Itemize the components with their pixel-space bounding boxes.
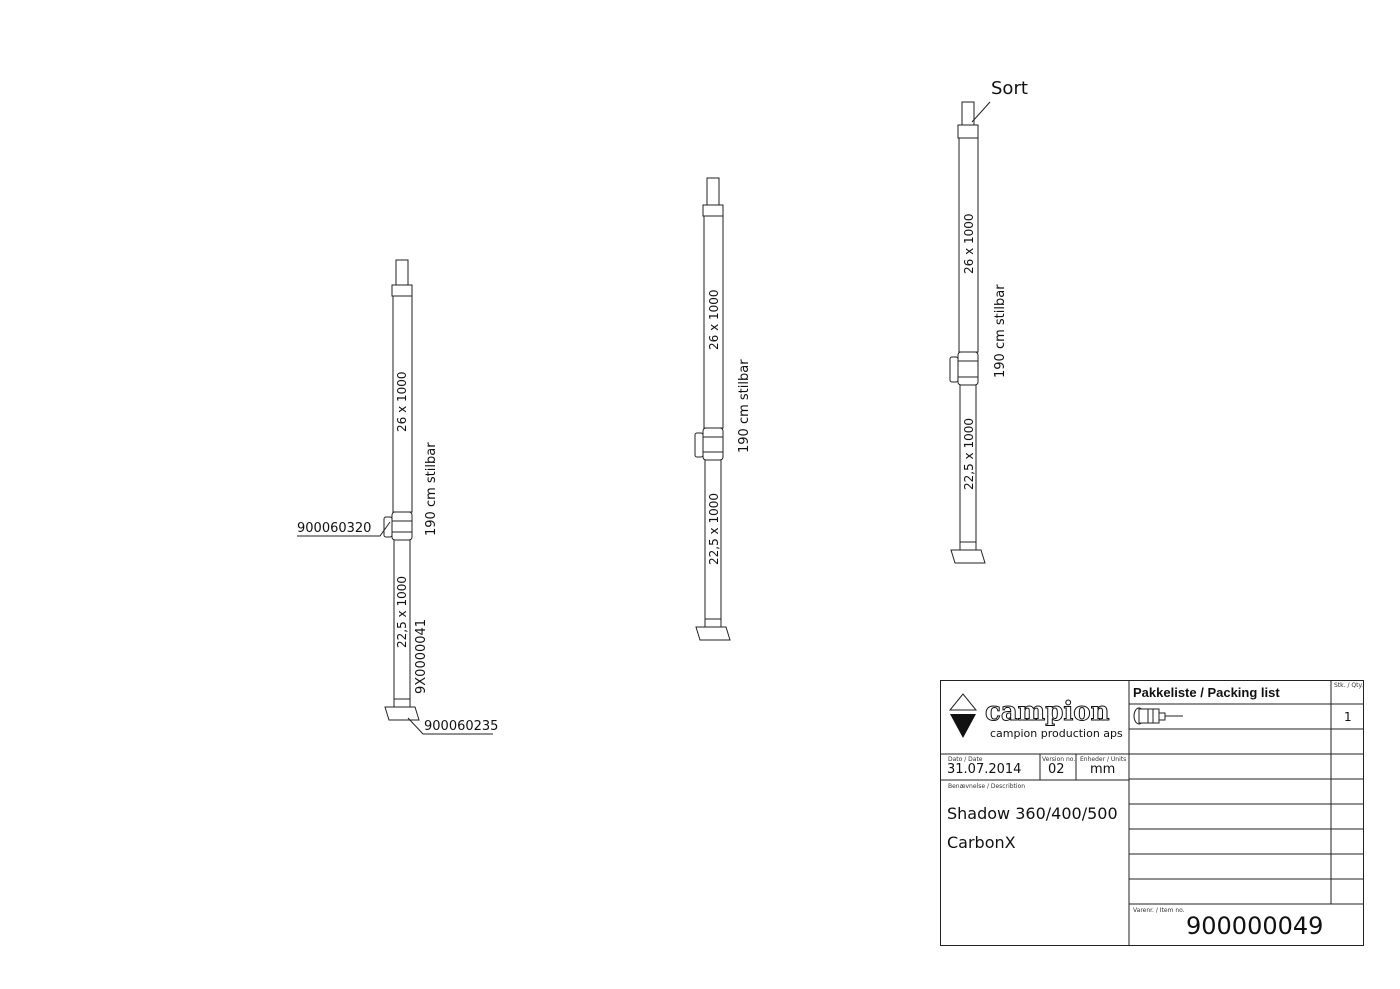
description-label: Benævnelse / Describtion <box>948 783 1026 790</box>
date-label: Dato / Date <box>948 756 983 763</box>
base-leader-line <box>407 717 493 735</box>
pole-2-top-tip <box>706 177 720 206</box>
pole-3-lower-tube-label: 22,5 x 1000 <box>962 418 976 490</box>
pole-3-upper-tube-label: 26 x 1000 <box>962 213 976 274</box>
pole-2-base-socket <box>704 618 722 628</box>
base-part-no: 900060235 <box>424 719 499 734</box>
item-no-value: 900000049 <box>1186 912 1324 940</box>
sort-callout: Sort <box>991 78 1028 99</box>
logo-triangles-icon <box>948 693 978 738</box>
title-block-grid <box>940 680 1364 946</box>
pole-2-top-collar <box>702 204 724 217</box>
campion-logo: campion <box>985 697 1110 728</box>
sort-leader-line <box>971 101 991 123</box>
pole-2-lower-tube-label: 22,5 x 1000 <box>707 493 721 565</box>
description-line-1: Shadow 360/400/500 <box>947 804 1118 823</box>
pole-3-clamp-lever <box>949 356 959 383</box>
pole-3-base-socket <box>959 541 977 551</box>
lower-tube-part-no: 9X0000041 <box>414 618 429 694</box>
units-value: mm <box>1090 762 1116 777</box>
pole-2-clamp-lever <box>694 432 704 458</box>
version-value: 02 <box>1048 762 1065 777</box>
pole-3-top-collar <box>957 124 979 139</box>
pole-2-length-label: 190 cm stilbar <box>737 359 752 453</box>
pole-2-clamp <box>702 427 724 461</box>
date-value: 31.07.2014 <box>947 762 1022 777</box>
pole-1-clamp-lever <box>383 516 393 538</box>
pole-2-base-plate <box>695 626 731 641</box>
pole-1-lower-tube-label: 22,5 x 1000 <box>395 576 409 648</box>
item-qty: 1 <box>1344 710 1352 724</box>
pole-1-top-collar <box>391 284 413 297</box>
pole-3-clamp <box>957 351 979 386</box>
pole-3-base-plate <box>950 549 986 564</box>
pole-2-upper-tube-label: 26 x 1000 <box>707 289 721 350</box>
description-line-2: CarbonX <box>947 833 1016 852</box>
pole-1-length-label: 190 cm stilbar <box>424 442 439 536</box>
pole-item-icon <box>1133 707 1183 725</box>
pole-3-length-label: 190 cm stilbar <box>993 284 1008 378</box>
item-no-label: Varenr. / Item no. <box>1133 907 1185 914</box>
qty-label: Stk. / Qty. <box>1334 682 1364 689</box>
title-block <box>940 680 1364 946</box>
units-label: Enheder / Units <box>1080 756 1127 763</box>
company-name: campion production aps <box>990 727 1123 740</box>
pole-1-top-tip <box>395 259 409 286</box>
pole-1-base-plate <box>384 706 420 721</box>
clamp-part-no: 900060320 <box>297 521 372 536</box>
version-label: Version no. <box>1042 756 1076 763</box>
pole-1-base-socket <box>393 698 411 708</box>
packing-list-title: Pakkeliste / Packing list <box>1133 685 1280 700</box>
pole-1-upper-tube-label: 26 x 1000 <box>395 371 409 432</box>
pole-1-clamp <box>391 511 413 541</box>
clamp-leader-line <box>297 521 391 537</box>
